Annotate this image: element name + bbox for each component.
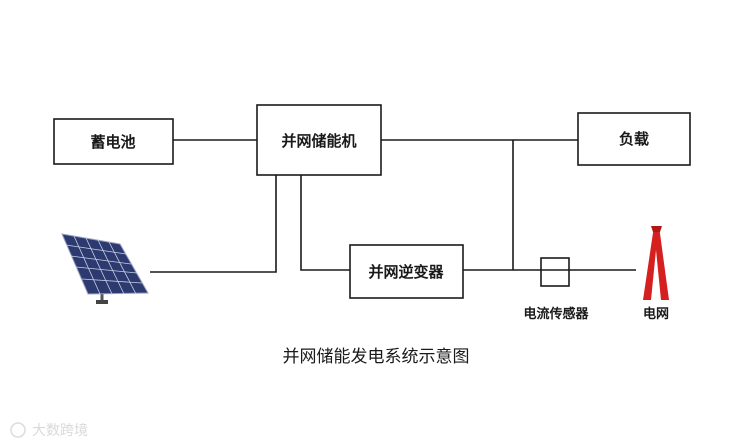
inverter-label: 并网逆变器 <box>368 263 444 281</box>
grid-label: 电网 <box>643 306 669 322</box>
watermark-logo: 大数跨境 <box>10 422 88 439</box>
current-sensor-icon <box>540 257 570 287</box>
storage-unit-box: 并网储能机 <box>256 104 382 176</box>
battery-box: 蓄电池 <box>53 118 174 165</box>
storage-unit-label: 并网储能机 <box>281 132 356 150</box>
inverter-box: 并网逆变器 <box>349 244 464 299</box>
diagram-caption: 并网储能发电系统示意图 <box>283 347 470 367</box>
connection-lines <box>150 139 636 273</box>
power-tower-icon <box>643 226 669 300</box>
load-box: 负载 <box>577 112 691 166</box>
line-panel-storage <box>150 175 277 273</box>
solar-panel-icon <box>61 233 149 304</box>
line-storage-inverter <box>300 175 350 271</box>
current-sensor-label: 电流传感器 <box>523 306 589 322</box>
battery-label: 蓄电池 <box>90 133 135 151</box>
watermark-text: 大数跨境 <box>32 423 88 439</box>
load-label: 负载 <box>619 130 649 148</box>
